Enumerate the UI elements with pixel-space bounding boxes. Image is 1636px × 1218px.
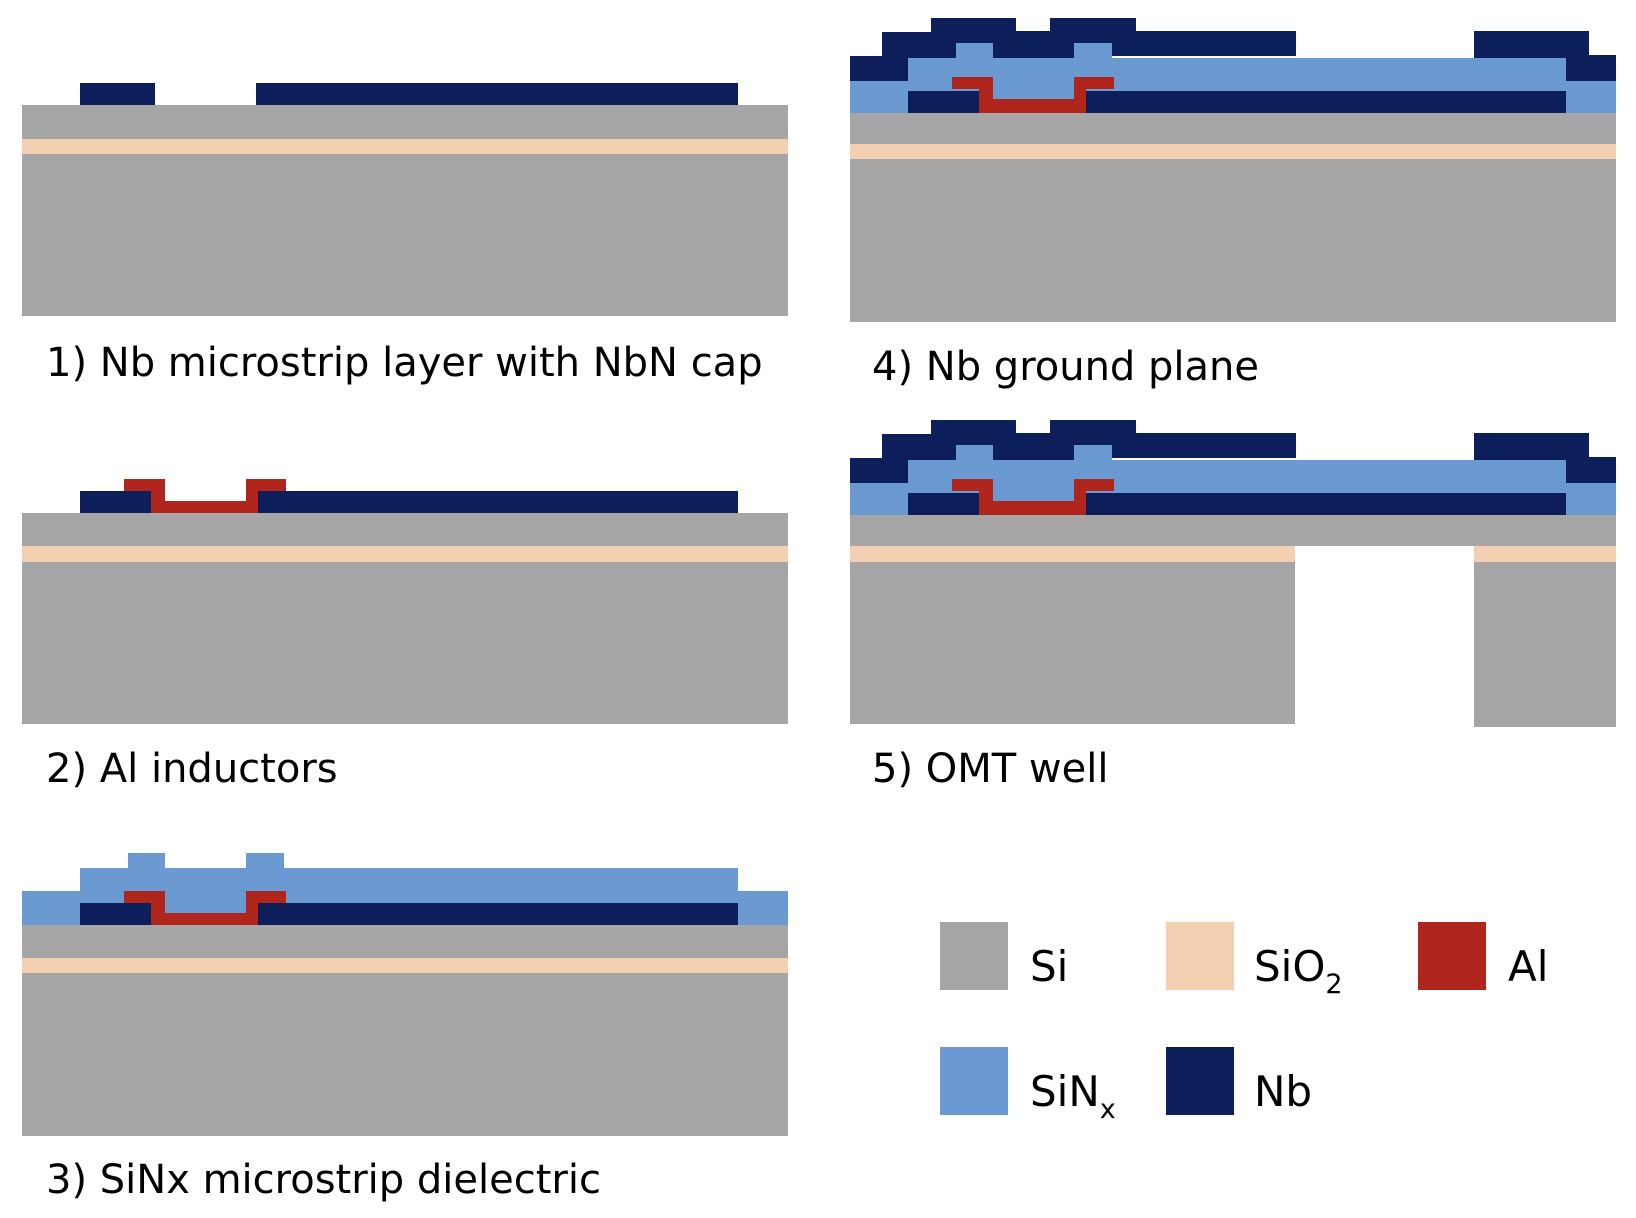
legend-label-si: Si: [1030, 942, 1068, 991]
nb-microstrip: [1084, 91, 1566, 113]
sio2-layer: [22, 958, 788, 973]
nb-pad-left: [80, 491, 155, 513]
si-substrate: [850, 159, 1616, 322]
step-4-caption: 4) Nb ground plane: [872, 344, 1259, 390]
step-3-caption: 3) SiNx microstrip dielectric: [46, 1157, 601, 1203]
sio2-layer: [22, 139, 788, 154]
legend: Si SiO2 Al SiNx Nb: [940, 922, 1548, 1125]
si-device-layer: [22, 105, 788, 139]
si-device-layer: [22, 925, 788, 958]
nb-ground-plane-right: [1474, 433, 1616, 483]
legend-swatch-sinx: [940, 1047, 1008, 1115]
al-inductor: [124, 479, 286, 513]
nb-microstrip: [256, 83, 738, 105]
sio2-layer: [22, 546, 788, 562]
si-device-layer: [850, 515, 1616, 546]
si-device-layer: [22, 513, 788, 546]
si-device-layer: [850, 113, 1616, 144]
si-substrate-left: [850, 562, 1295, 724]
legend-label-al: Al: [1508, 942, 1548, 991]
step-2-caption: 2) Al inductors: [46, 746, 338, 792]
nb-microstrip: [1084, 493, 1566, 515]
sio2-layer-right: [1474, 546, 1616, 562]
step-1-caption: 1) Nb microstrip layer with NbN cap: [46, 340, 763, 386]
nb-microstrip: [256, 903, 738, 925]
legend-swatch-al: [1418, 922, 1486, 990]
step-5-cross-section: [850, 420, 1616, 727]
sio2-layer-left: [850, 546, 1295, 562]
step-3-cross-section: [22, 853, 788, 1136]
nb-pad-left: [80, 903, 155, 925]
si-substrate: [22, 154, 788, 316]
legend-swatch-sio2: [1166, 922, 1234, 990]
step-1-cross-section: [22, 83, 788, 316]
legend-label-sinx: SiNx: [1030, 1067, 1116, 1125]
nb-pad-left: [80, 83, 155, 105]
al-inductor: [952, 77, 1114, 113]
legend-label-nb: Nb: [1254, 1067, 1312, 1116]
nb-ground-plane: [850, 420, 1296, 483]
nb-pad-left: [908, 91, 983, 113]
nb-ground-plane-right: [1474, 31, 1616, 81]
sio2-layer: [850, 144, 1616, 159]
nb-ground-plane: [850, 18, 1296, 81]
step-2-cross-section: [22, 479, 788, 724]
step-5-caption: 5) OMT well: [872, 746, 1108, 792]
al-inductor: [124, 891, 286, 925]
si-substrate-right: [1474, 562, 1616, 727]
step-4-cross-section: [850, 18, 1616, 322]
si-substrate: [22, 562, 788, 724]
legend-label-sio2: SiO2: [1254, 942, 1343, 1000]
si-substrate: [22, 973, 788, 1136]
legend-swatch-nb: [1166, 1047, 1234, 1115]
al-inductor: [952, 479, 1114, 515]
nb-microstrip: [256, 491, 738, 513]
legend-swatch-si: [940, 922, 1008, 990]
nb-pad-left: [908, 493, 983, 515]
